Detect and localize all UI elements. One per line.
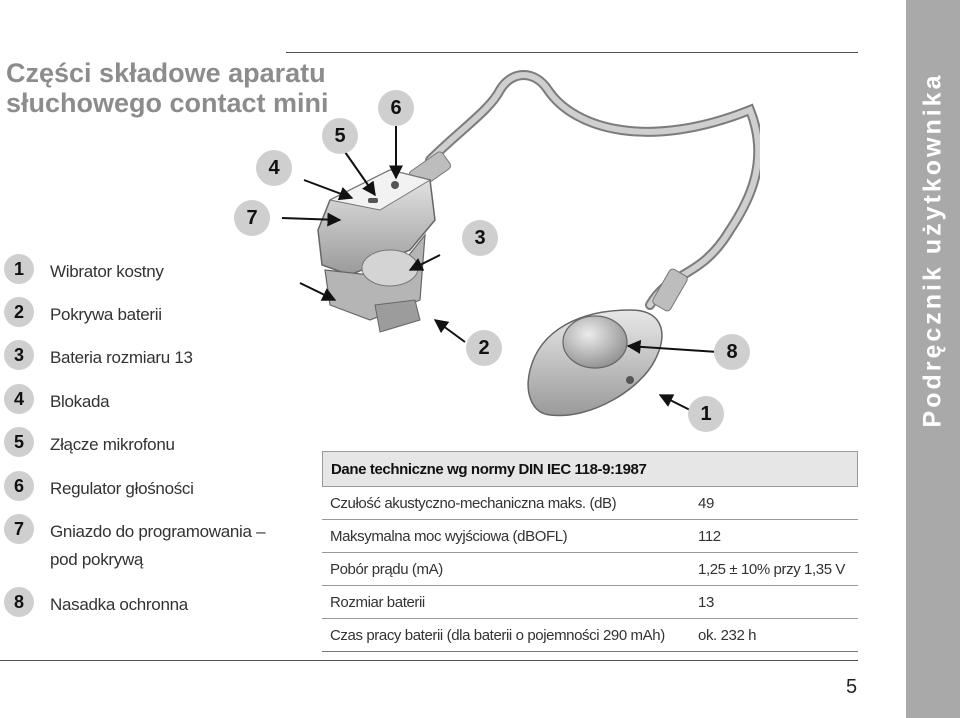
table-row: Czułość akustyczno-mechaniczna maks. (dB… <box>322 487 858 520</box>
technical-data-table: Dane techniczne wg normy DIN IEC 118-9:1… <box>322 451 858 652</box>
side-label: Podręcznik użytkownika <box>918 72 947 428</box>
part-number-badge: 4 <box>4 384 34 414</box>
diagram-callout-6: 6 <box>378 90 414 126</box>
part-number-badge: 3 <box>4 340 34 370</box>
part-number-badge: 2 <box>4 297 34 327</box>
side-band <box>906 0 960 718</box>
technical-data-heading: Dane techniczne wg normy DIN IEC 118-9:1… <box>322 451 858 487</box>
part-number-badge: 1 <box>4 254 34 284</box>
spec-value: 112 <box>698 527 721 545</box>
spec-label: Maksymalna moc wyjściowa (dBOFL) <box>330 527 568 545</box>
table-row: Rozmiar baterii 13 <box>322 586 858 619</box>
diagram-callout-8: 8 <box>714 334 750 370</box>
spec-value: 1,25 ± 10% przy 1,35 V <box>698 560 846 578</box>
hearing-aid-illustration <box>281 70 760 417</box>
table-row: Pobór prądu (mA) 1,25 ± 10% przy 1,35 V <box>322 553 858 586</box>
spec-value: 49 <box>698 494 714 512</box>
diagram-callout-1: 1 <box>688 396 724 432</box>
spec-value: ok. 232 h <box>698 626 757 644</box>
diagram-callout-7: 7 <box>234 200 270 236</box>
top-rule <box>286 52 858 53</box>
part-item-4: 4 Blokada <box>4 384 280 416</box>
part-label: Złącze mikrofonu <box>50 435 175 454</box>
part-label: Bateria rozmiaru 13 <box>50 348 193 367</box>
hearing-aid-diagram: 4 5 6 7 3 2 1 8 <box>230 70 760 450</box>
diagram-callout-3: 3 <box>462 220 498 256</box>
table-row: Czas pracy baterii (dla baterii o pojemn… <box>322 619 858 652</box>
parts-list: 1 Wibrator kostny 2 Pokrywa baterii 3 Ba… <box>0 0 320 640</box>
part-label: Blokada <box>50 392 110 411</box>
diagram-callout-5: 5 <box>322 118 358 154</box>
part-item-6: 6 Regulator głośności <box>4 471 280 503</box>
table-row: Maksymalna moc wyjściowa (dBOFL) 112 <box>322 520 858 553</box>
diagram-callout-2: 2 <box>466 330 502 366</box>
bottom-rule <box>0 660 858 661</box>
part-number-badge: 8 <box>4 587 34 617</box>
part-label: Gniazdo do programowania – pod pokrywą <box>50 522 266 569</box>
part-number-badge: 7 <box>4 514 34 544</box>
page-number: 5 <box>846 676 858 698</box>
part-label: Pokrywa baterii <box>50 305 162 324</box>
part-item-3: 3 Bateria rozmiaru 13 <box>4 340 280 372</box>
part-number-badge: 5 <box>4 427 34 457</box>
part-label: Regulator głośności <box>50 479 194 498</box>
part-item-7: 7 Gniazdo do programowania – pod pokrywą <box>4 514 280 574</box>
part-number-badge: 6 <box>4 471 34 501</box>
part-item-5: 5 Złącze mikrofonu <box>4 427 280 459</box>
page-title: Części składowe aparatu słuchowego conta… <box>6 58 329 118</box>
part-label: Nasadka ochronna <box>50 595 188 614</box>
part-label: Wibrator kostny <box>50 262 164 281</box>
spec-label: Czułość akustyczno-mechaniczna maks. (dB… <box>330 494 617 512</box>
spec-label: Pobór prądu (mA) <box>330 560 443 578</box>
spec-value: 13 <box>698 593 714 611</box>
part-item-2: 2 Pokrywa baterii <box>4 297 280 329</box>
part-item-1: 1 Wibrator kostny <box>4 254 280 286</box>
diagram-callout-4: 4 <box>256 150 292 186</box>
spec-label: Rozmiar baterii <box>330 593 425 611</box>
spec-label: Czas pracy baterii (dla baterii o pojemn… <box>330 626 665 644</box>
part-item-8: 8 Nasadka ochronna <box>4 587 280 619</box>
